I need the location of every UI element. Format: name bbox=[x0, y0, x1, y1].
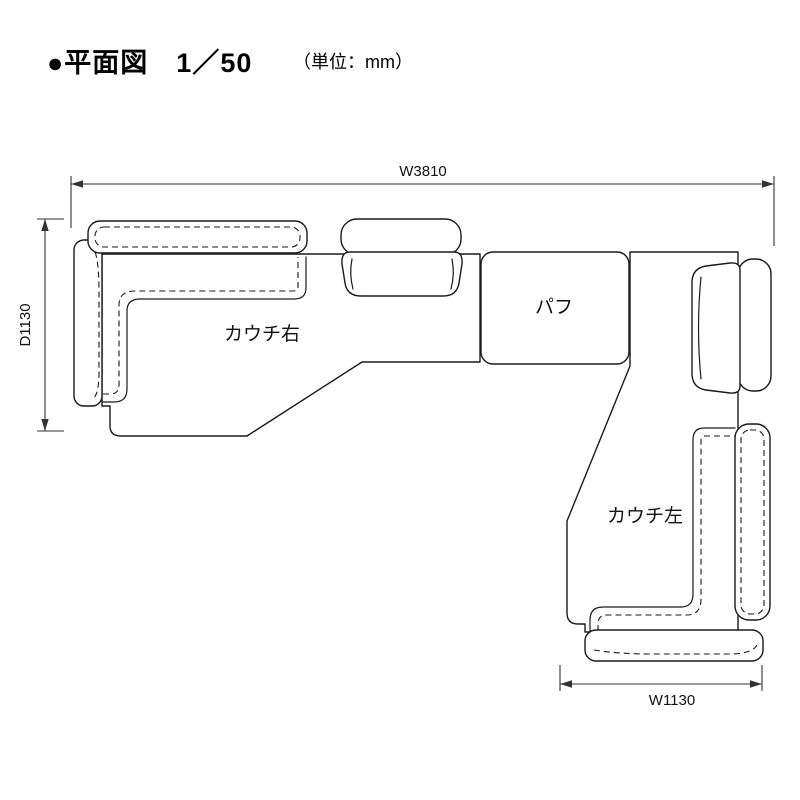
seat-cushion-edge-line bbox=[102, 256, 307, 403]
couch-right-label: カウチ右 bbox=[224, 323, 300, 345]
arrow-left-icon bbox=[71, 180, 83, 188]
page-title: ●平面図 1／50 bbox=[47, 48, 252, 78]
dimension-value: D1130 bbox=[17, 303, 34, 346]
arrow-right-icon bbox=[750, 680, 762, 688]
pillow-crease-left bbox=[350, 258, 354, 290]
arrow-down-icon bbox=[41, 419, 49, 431]
pouf-group: パフ bbox=[480, 251, 630, 365]
arrow-up-icon bbox=[41, 219, 49, 231]
dimension-depth: D1130 bbox=[17, 218, 64, 432]
seat-cushion-hidden-line bbox=[103, 257, 299, 395]
backrest-inner-line bbox=[740, 429, 765, 615]
couch-left-group: カウチ左 bbox=[566, 251, 772, 662]
title: ●平面図 1／50 （単位：mm） bbox=[47, 48, 413, 78]
back-pillow-cushion bbox=[691, 262, 741, 394]
back-pillow-cushion bbox=[341, 251, 463, 297]
dimension-value: W3810 bbox=[399, 163, 447, 180]
dimension-value: W1130 bbox=[649, 692, 695, 709]
unit-note: （単位：mm） bbox=[293, 52, 413, 72]
pouf-outline bbox=[480, 251, 630, 365]
pillow-crease bbox=[697, 276, 702, 380]
seat-cushion-hidden-line bbox=[597, 435, 735, 631]
arrow-left-icon bbox=[560, 680, 572, 688]
bottom-armrest bbox=[584, 629, 764, 662]
couch-left-label: カウチ左 bbox=[607, 505, 683, 527]
head-pillow-capsule bbox=[737, 258, 772, 392]
pillow-crease-right bbox=[450, 258, 454, 290]
arrow-right-icon bbox=[762, 180, 774, 188]
backrest-cushion bbox=[734, 423, 771, 621]
backrest-cushion bbox=[87, 220, 308, 254]
head-pillow-capsule bbox=[340, 218, 462, 256]
couch-right-group: カウチ右 bbox=[73, 218, 481, 437]
seat-cushion-edge-line bbox=[589, 427, 736, 632]
backrest-inner-line bbox=[94, 226, 301, 248]
dimension-total-width: W3810 bbox=[70, 163, 775, 246]
dimension-bottom-width: W1130 bbox=[559, 665, 763, 709]
pouf-label: パフ bbox=[535, 297, 573, 318]
armrest-fold-line bbox=[93, 251, 100, 399]
